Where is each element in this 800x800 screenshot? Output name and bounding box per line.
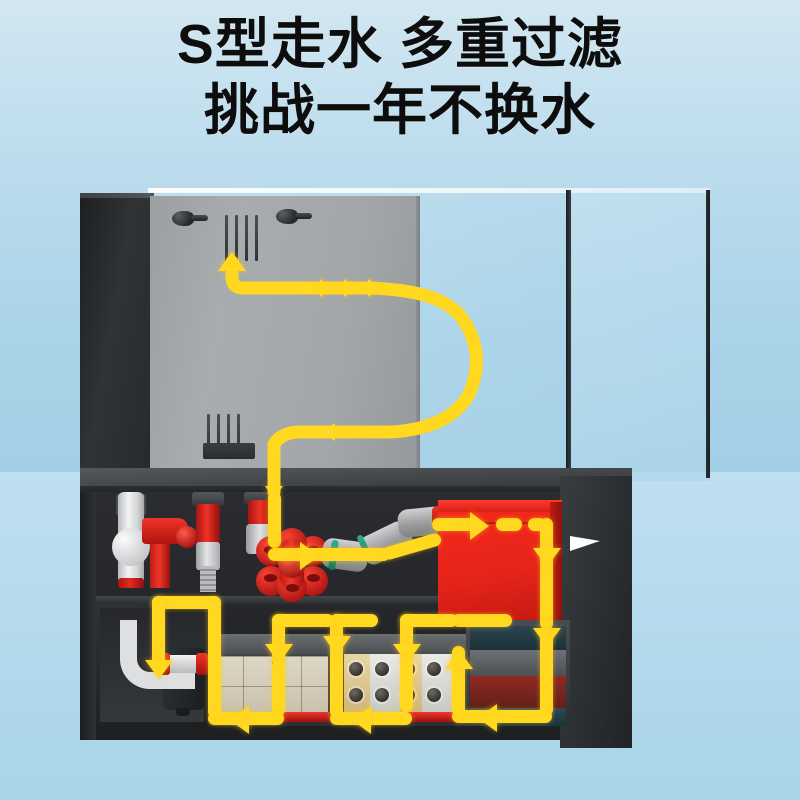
upper-vent-slots [225,215,258,261]
flow-top-ceramic [330,614,378,627]
flow-top-biocube [272,614,334,627]
red-standpipe-left [196,504,220,544]
nozzle-stem-icon [295,213,312,219]
flow-arrow-down-redbox [533,548,561,567]
cabinet-left-inner-wall [80,492,96,740]
red-filter-box-top [438,500,562,512]
flow-down-through-sponge [540,630,553,716]
flow-top-sponge-left [452,614,512,627]
flow-down-to-valve [268,492,281,548]
pipe-cap-top-left [192,492,224,506]
cabinet-right-side-panel [560,476,632,748]
return-nozzle-left [172,211,210,226]
tank-front-glass [572,192,710,478]
flow-down-ceramic [400,656,413,712]
wheel-hole-icon [286,584,299,592]
cabinet-top-surface [80,468,632,490]
tank-back-panel [150,196,418,472]
flow-marker-4 [322,423,335,441]
flow-marker-1 [320,279,333,297]
ceramic-hole-icon [427,688,441,702]
flow-up-biocube-left [208,596,221,718]
flexible-hose-segment [200,566,216,592]
flow-arrow-up-nozzle [218,252,246,271]
flow-dash-1 [496,518,522,531]
nozzle-bulb-icon [172,211,194,226]
elbow-pipe-red-collar-right [196,653,208,675]
flow-marker-3 [368,279,381,297]
pump-foot [176,708,190,716]
flow-arrow-left-biocube [230,706,249,734]
wheel-hole-icon [307,574,320,582]
flow-arrow-up-sponge [445,650,473,669]
white-valve-red-collar [118,578,144,588]
ball-valve-lever-knob [176,526,198,548]
flow-arrow-down-ceramic-left [323,636,351,655]
tank-glass-edge-right [706,190,710,478]
flow-arrow-down-biocube [265,644,293,663]
headline: S型走水 多重过滤 挑战一年不换水 [0,13,800,141]
ceramic-hole-icon [375,688,389,702]
flow-bottom-ceramic [330,712,412,725]
ceramic-hole-icon [427,662,441,676]
vent-bracket [203,443,255,459]
ceramic-hole-icon [375,662,389,676]
ball-valve-lever-stem [150,540,170,588]
flow-top-left-bridge [152,596,220,609]
ceramic-hole-icon [349,662,363,676]
headline-line-1: S型走水 多重过滤 [177,13,623,75]
tank-glass-edge-left [566,190,571,490]
headline-line-2: 挑战一年不换水 [203,78,596,141]
flow-arrow-left-ceramic [352,706,371,734]
flow-down-right-side [540,518,553,630]
ceramic-hole-icon [349,688,363,702]
water-level-pointer [570,536,600,551]
tank-top-highlight [148,188,710,192]
wheel-hole-icon [264,574,277,582]
flow-arrow-down-pump [145,660,173,679]
flow-down-to-pump [152,596,165,666]
flow-marker-2 [344,279,357,297]
cabinet-top-front-edge [80,486,632,495]
nozzle-stem-icon [191,215,208,221]
flow-arrow-left-sponge [478,704,497,732]
flow-right-to-sbend [268,548,390,561]
flow-arrow-into-red-box [470,512,489,540]
nozzle-bulb-icon [276,209,298,224]
flow-bridge-ceramic-sponge [400,614,458,627]
tank-left-top-edge [80,193,154,198]
flow-bottom-sponge [452,710,552,723]
return-nozzle-right [276,209,314,224]
cabinet-shelf [96,596,560,604]
flow-into-red-box [432,518,478,531]
flow-up-ceramic-left [330,614,343,718]
grey-pipe-segment-left [196,542,220,570]
tank-back-panel-edge [416,196,420,472]
flow-arrow-right-valve [300,542,319,570]
flow-down-biocube-2 [272,660,285,716]
elbow-pipe [120,620,195,689]
tank-left-side-panel [80,196,152,478]
